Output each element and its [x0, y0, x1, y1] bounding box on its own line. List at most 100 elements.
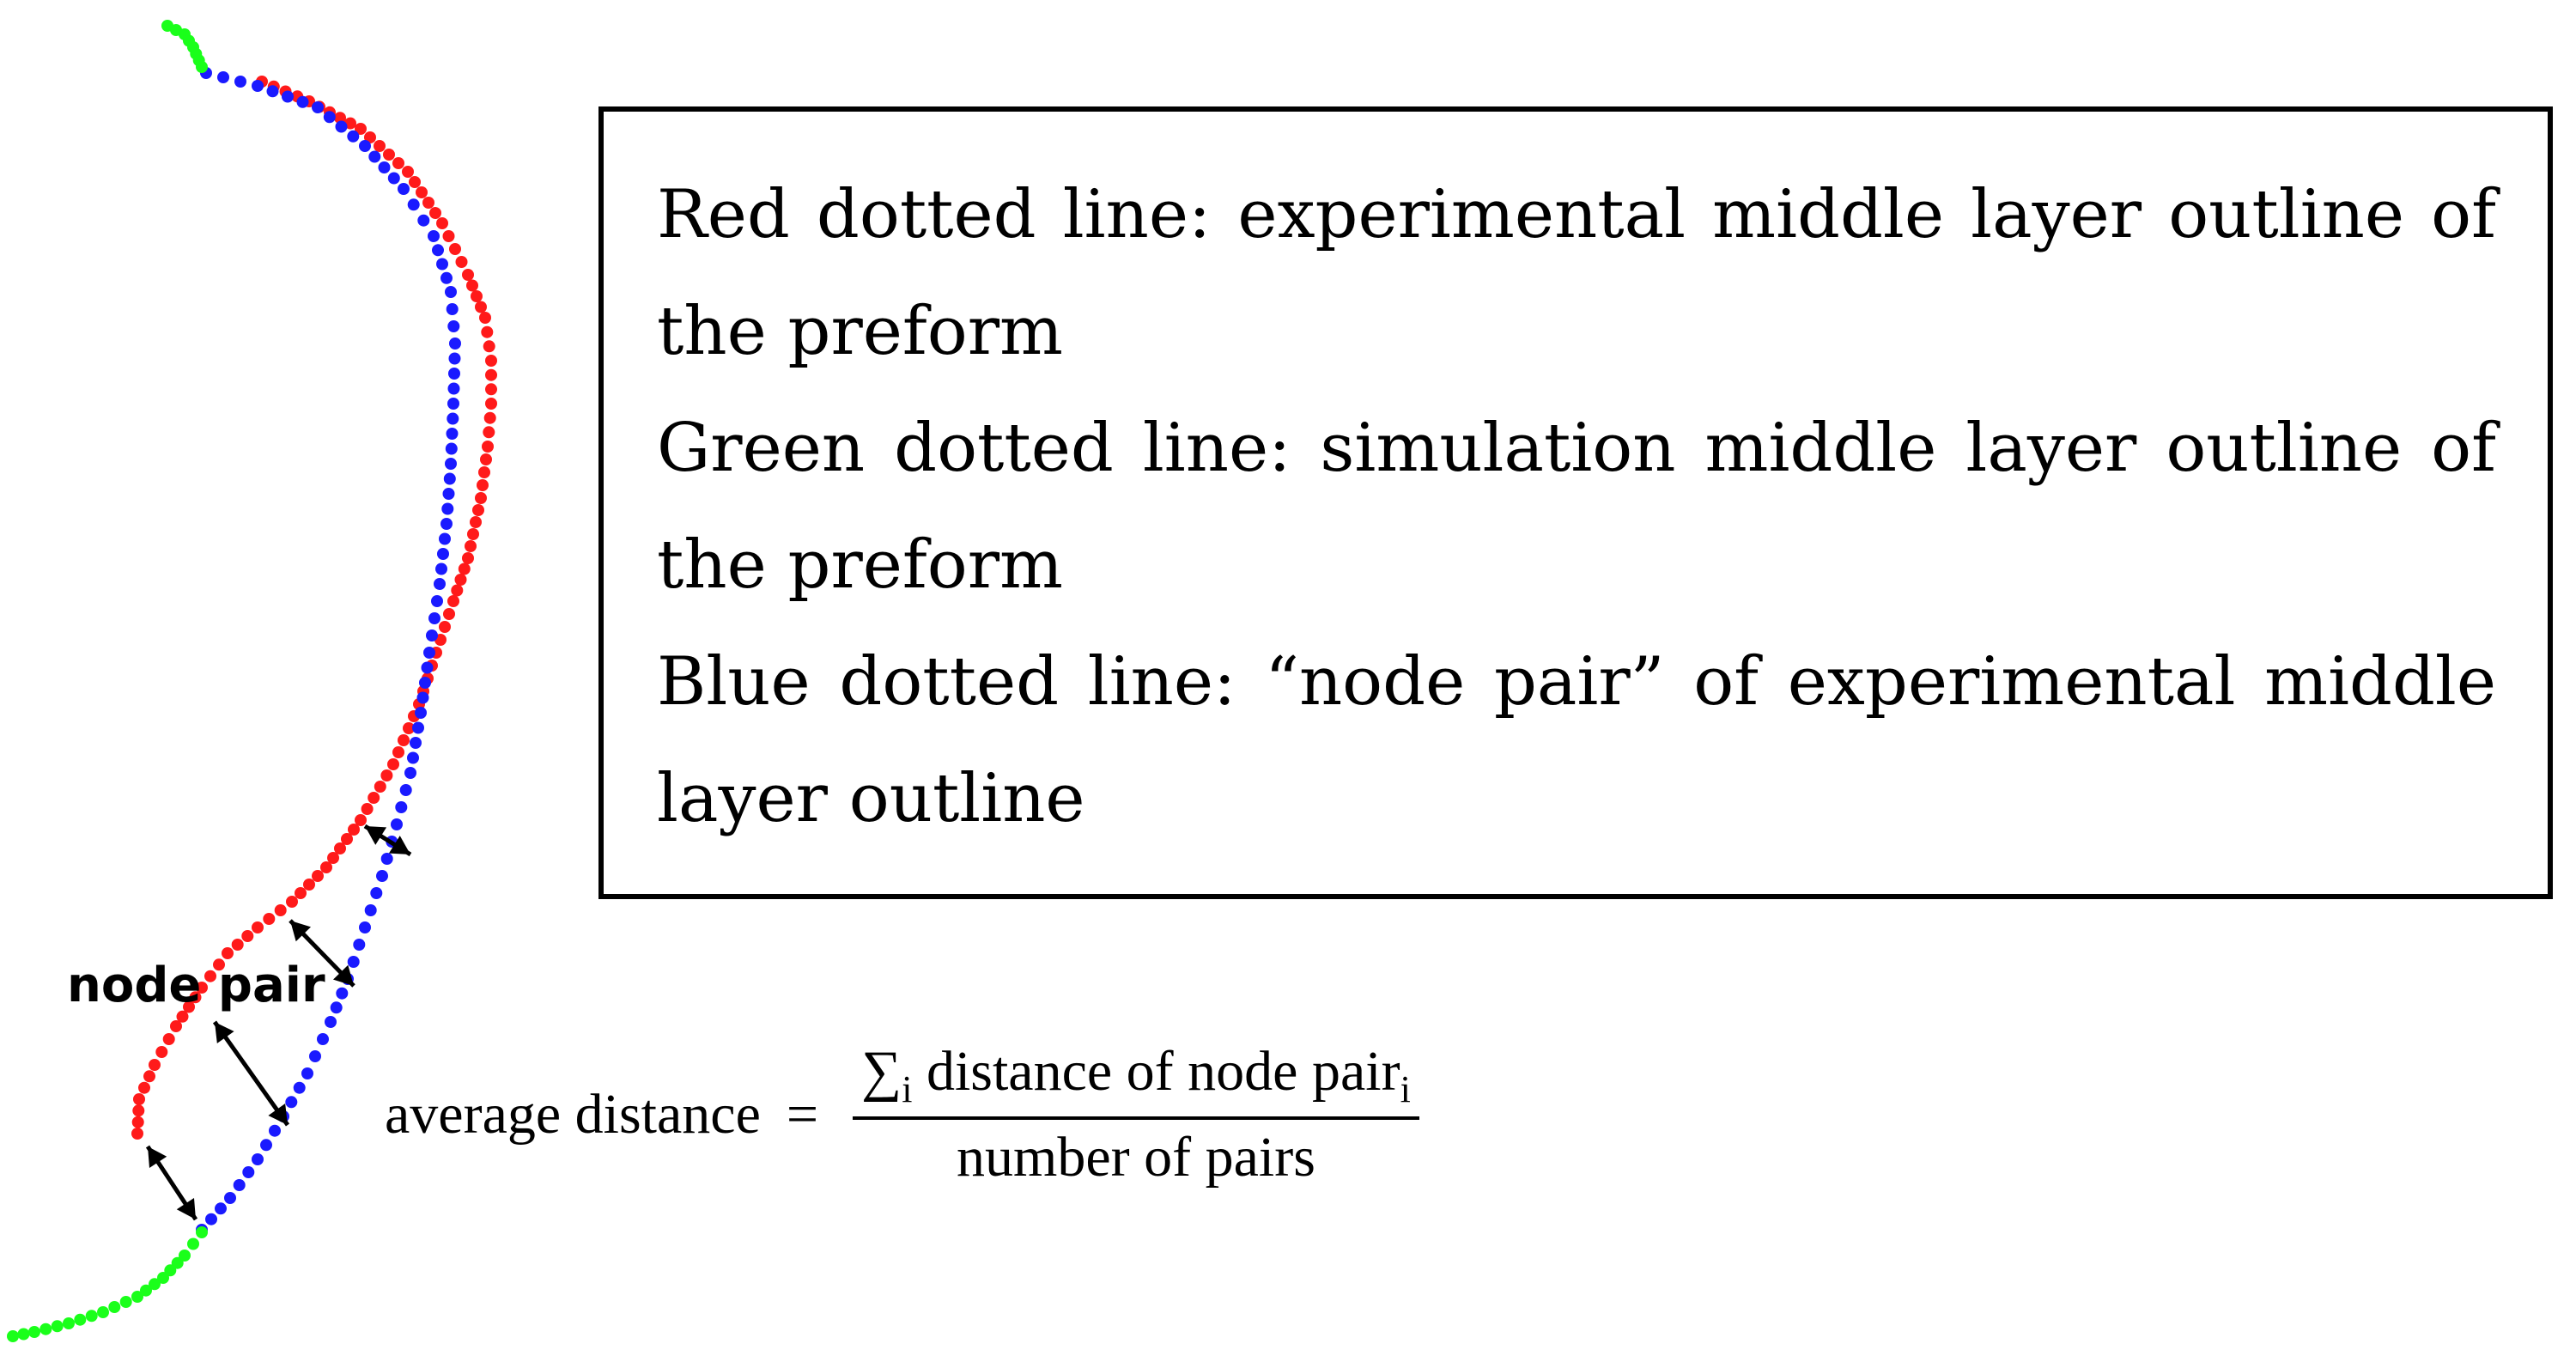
blue-dot [301, 1067, 313, 1079]
blue-dot [252, 80, 264, 92]
blue-dot [404, 767, 416, 779]
blue-dot [446, 303, 459, 315]
green-dot [196, 61, 208, 73]
blue-dot [260, 1139, 272, 1152]
blue-dot [347, 956, 360, 968]
blue-dot [323, 111, 336, 124]
red-dot [409, 176, 421, 188]
green-dot [51, 1320, 64, 1333]
legend-box: Red dotted line: experimental middle lay… [598, 106, 2553, 899]
red-dot [334, 842, 346, 854]
blue-dot [380, 853, 393, 865]
red-dot [454, 574, 467, 586]
blue-dot [440, 518, 453, 530]
blue-dot [410, 737, 422, 749]
red-dot [483, 426, 495, 439]
red-dotted-line [131, 76, 497, 1140]
red-dot [485, 398, 497, 410]
red-dot [355, 123, 367, 135]
red-dot [374, 781, 386, 793]
blue-dot [449, 337, 461, 350]
average-distance-formula: average distance = ∑i distance of node p… [385, 1039, 1419, 1190]
green-dot [140, 1284, 152, 1297]
sum-index: i [902, 1068, 913, 1111]
blue-dot [412, 721, 424, 734]
blue-dot [428, 230, 440, 242]
red-dot [449, 243, 461, 255]
green-dot [179, 1250, 191, 1262]
red-dot [189, 991, 202, 1004]
arrowhead [215, 1022, 234, 1043]
red-dot [344, 117, 356, 130]
blue-dot [217, 71, 229, 83]
blue-dot [293, 1081, 306, 1094]
red-dot [458, 562, 471, 575]
blue-dot [448, 352, 461, 365]
blue-dot [447, 382, 460, 395]
red-dot [439, 621, 451, 633]
red-dot [465, 540, 477, 552]
blue-dot [447, 320, 460, 332]
blue-dot [447, 412, 459, 425]
blue-dot [421, 661, 434, 674]
red-dot [133, 1093, 145, 1105]
red-dot [479, 312, 491, 324]
red-dot [472, 504, 484, 516]
red-dot [380, 769, 393, 781]
red-dot [222, 947, 234, 959]
red-dot [471, 290, 483, 302]
red-dot [455, 256, 468, 268]
arrowhead [176, 1197, 196, 1219]
blue-dot [435, 562, 447, 575]
blue-dot [417, 214, 430, 227]
red-dot [204, 970, 216, 982]
blue-dot [234, 76, 246, 88]
blue-dot [353, 939, 366, 951]
green-dot [97, 1306, 109, 1318]
red-dot [485, 368, 497, 381]
green-dot [119, 1296, 132, 1308]
formula-fraction: ∑i distance of node pairi number of pair… [853, 1039, 1419, 1190]
blue-dot [415, 707, 427, 719]
blue-dot [282, 90, 294, 103]
blue-dot [423, 647, 435, 659]
blue-dot [359, 140, 371, 152]
blue-dot [407, 198, 420, 211]
red-dot [334, 112, 346, 125]
blue-dot [252, 1153, 264, 1165]
red-dot [131, 1128, 143, 1140]
blue-dot [233, 1179, 246, 1191]
red-dot [422, 197, 434, 209]
blue-dot [440, 271, 453, 284]
red-dot [485, 355, 497, 367]
red-dot [416, 186, 428, 198]
blue-dot [391, 818, 403, 830]
red-dot [447, 595, 459, 607]
red-dot [481, 325, 494, 338]
arrowhead [268, 1104, 288, 1125]
blue-dot [431, 595, 443, 607]
blue-dot [285, 1096, 298, 1109]
blue-dot [445, 286, 457, 298]
blue-dot [269, 1124, 281, 1137]
green-dot [196, 1226, 208, 1238]
arrowhead [365, 826, 387, 845]
red-dot [143, 1070, 155, 1083]
blue-dot [312, 101, 324, 113]
red-dot [482, 441, 494, 453]
blue-dot [205, 1213, 217, 1225]
red-dot [355, 814, 367, 826]
blue-dot [434, 578, 446, 590]
blue-dot [364, 904, 377, 916]
red-dot [196, 982, 208, 994]
blue-dot [441, 502, 454, 515]
red-dot [442, 230, 455, 242]
red-dot [170, 1020, 182, 1032]
red-dot [402, 166, 414, 178]
blue-dot [399, 784, 412, 796]
blue-dot [309, 1050, 321, 1062]
blue-dot [432, 244, 444, 257]
red-dot [392, 157, 404, 169]
blue-dot [370, 887, 383, 899]
red-dot [483, 411, 496, 424]
